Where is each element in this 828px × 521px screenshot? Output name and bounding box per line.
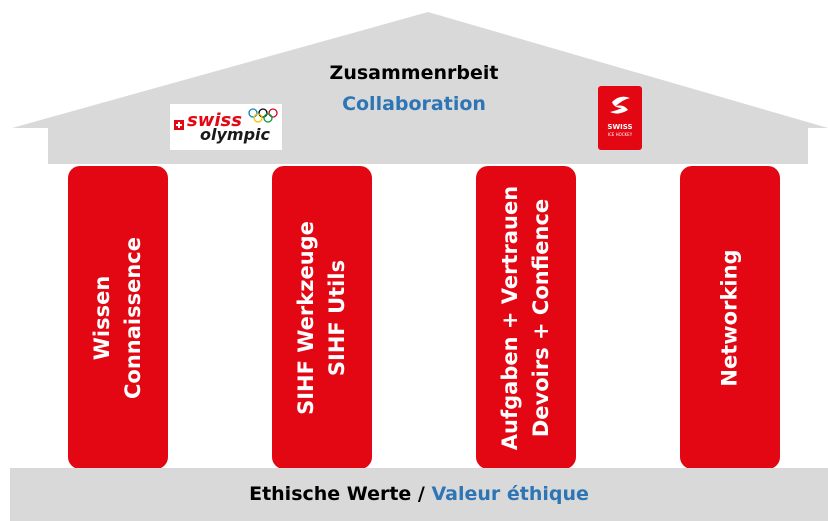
- pillar-sihf-werkzeuge: SIHF Werkzeuge SIHF Utils: [272, 166, 372, 469]
- pillar-label: Wissen Connaissence: [87, 237, 149, 399]
- roof-shape: [12, 12, 828, 164]
- roof-subtitle: Collaboration: [342, 93, 486, 115]
- foundation-base: Ethische Werte / Valeur éthique: [10, 468, 828, 521]
- sihf-logo-icon: [610, 96, 630, 114]
- olympic-rings-icon: [248, 108, 278, 123]
- pillar-label-line1: Networking: [717, 248, 742, 387]
- foundation-label-de: Ethische Werte /: [249, 483, 425, 505]
- pillar-aufgaben-vertrauen: Aufgaben + Vertrauen Devoirs + Confience: [476, 166, 576, 469]
- foundation-label: Ethische Werte / Valeur éthique: [10, 483, 828, 505]
- sihf-logo-subtext: ICE HOCKEY: [607, 132, 633, 137]
- pillar-label: Networking: [715, 249, 746, 386]
- pillar-label: SIHF Werkzeuge SIHF Utils: [291, 221, 353, 415]
- pillar-label-line1: SIHF Werkzeuge: [294, 220, 318, 415]
- pillar-wissen: Wissen Connaissence: [68, 166, 168, 469]
- roof-title: Zusammenrbeit: [329, 62, 499, 84]
- pillar-label-line2: SIHF Utils: [325, 259, 349, 376]
- swiss-olympic-word1: swiss: [187, 110, 242, 131]
- swiss-ice-hockey-logo: SWISS ICE HOCKEY: [598, 86, 642, 150]
- pillar-label-line2: Devoirs + Confience: [529, 198, 553, 437]
- pillar-label-line2: Connaissence: [121, 236, 145, 399]
- pillar-label: Aufgaben + Vertrauen Devoirs + Confience: [495, 185, 557, 449]
- pillar-networking: Networking: [680, 166, 780, 469]
- swiss-olympic-logo: swiss olympic: [170, 104, 282, 150]
- swiss-olympic-word2: olympic: [200, 125, 270, 144]
- pillar-label-line1: Aufgaben + Vertrauen: [498, 185, 522, 450]
- pillar-label-line1: Wissen: [90, 275, 114, 360]
- swiss-flag-icon: [174, 120, 184, 130]
- foundation-label-fr: Valeur éthique: [431, 483, 589, 505]
- sihf-logo-text: SWISS: [607, 123, 633, 131]
